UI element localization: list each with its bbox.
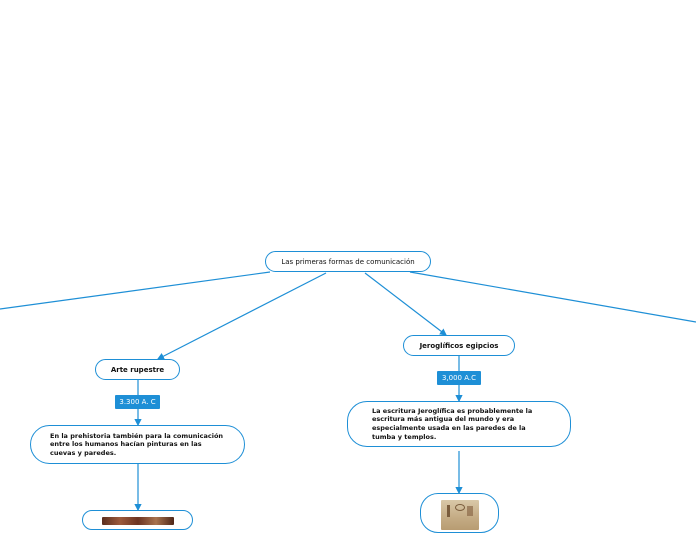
description-jeroglificos[interactable]: La escritura Jeroglífica es probablement… <box>347 401 571 447</box>
root-topic-label: Las primeras formas de comunicación <box>281 257 415 266</box>
connector-root-arte <box>156 272 327 360</box>
cave-painting-image <box>101 517 174 525</box>
description-arte-rupestre[interactable]: En la prehistoria también para la comuni… <box>30 425 245 464</box>
image-node-right[interactable] <box>420 493 499 533</box>
connector-root-far-left <box>0 271 271 310</box>
date-badge-right-label: 3,000 A.C <box>441 374 477 382</box>
hieroglyph-image <box>440 500 479 530</box>
topic-arte-rupestre-label: Arte rupestre <box>110 365 165 374</box>
connector-root-far-right <box>409 271 696 323</box>
date-badge-right: 3,000 A.C <box>437 371 481 385</box>
topic-jeroglificos-label: Jeroglíficos egipcios <box>419 341 499 350</box>
date-badge-left-label: 3.300 A. C <box>119 398 156 406</box>
topic-jeroglificos-egipcios[interactable]: Jeroglíficos egipcios <box>403 335 515 356</box>
description-arte-rupestre-text: En la prehistoria también para la comuni… <box>50 431 224 457</box>
root-topic[interactable]: Las primeras formas de comunicación <box>265 251 431 272</box>
topic-arte-rupestre[interactable]: Arte rupestre <box>95 359 180 380</box>
connector-root-jeroglificos <box>364 272 447 336</box>
image-node-left[interactable] <box>82 510 193 530</box>
date-badge-left: 3.300 A. C <box>115 395 160 409</box>
connector-lines <box>0 271 696 512</box>
description-jeroglificos-text: La escritura Jeroglífica es probablement… <box>372 406 533 441</box>
